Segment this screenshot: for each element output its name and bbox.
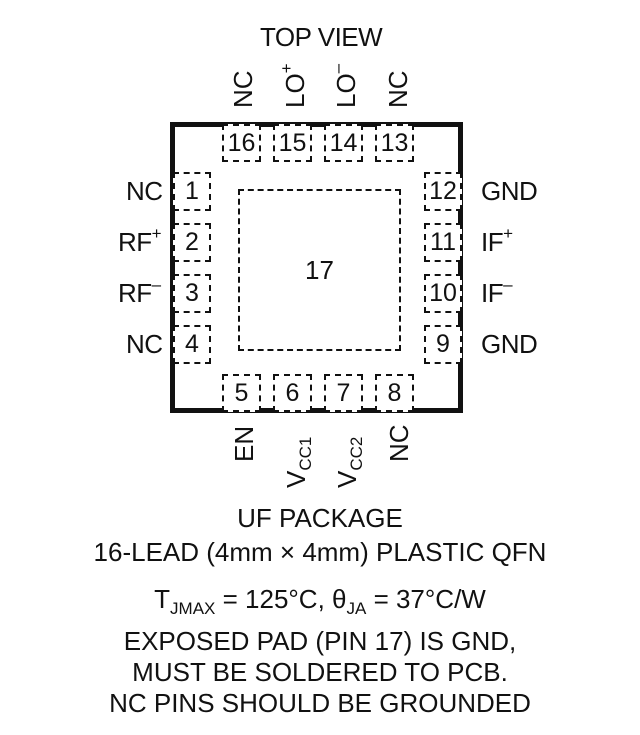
pin-label-1: NC [126,176,163,206]
pin-3: 3 [173,274,211,313]
pin-label-16: NC [228,70,258,108]
pin-13: 13 [375,124,414,162]
pin-8: 8 [375,374,414,412]
pin-4: 4 [173,325,211,364]
pin-5: 5 [222,374,261,412]
pin-label-4: NC [126,329,163,359]
pin-7: 7 [324,374,363,412]
pin-16: 16 [222,124,261,162]
pin-label-3: RF– [118,275,161,308]
pin-1: 1 [173,172,211,211]
note-line: NC PINS SHOULD BE GROUNDED [109,688,531,718]
pad-number: 17 [305,255,334,285]
pin-label-14: LO– [328,63,361,108]
pin-label-11: IF+ [481,224,513,257]
pin-14: 14 [324,124,363,162]
pin-label-15: LO+ [277,63,310,108]
view-title: TOP VIEW [260,22,383,52]
pin-11: 11 [424,223,462,262]
pin-label-13: NC [383,70,413,108]
pin-label-12: GND [481,176,538,206]
pin-label-7: VCC2 [332,436,366,488]
pin-15: 15 [273,124,312,162]
pin-label-6: VCC1 [281,436,315,488]
note-line: MUST BE SOLDERED TO PCB. [132,657,508,687]
pin-10: 10 [424,274,462,313]
note-line: EXPOSED PAD (PIN 17) IS GND, [123,626,517,656]
pin-9: 9 [424,325,462,364]
exposed-pad [238,189,401,351]
pin-label-2: RF+ [118,224,162,257]
package-description: 16-LEAD (4mm × 4mm) PLASTIC QFN [93,537,547,567]
pin-label-8: NC [384,424,414,462]
pin-2: 2 [173,223,211,262]
package-name: UF PACKAGE [237,503,403,533]
pin-12: 12 [424,172,462,211]
pin-label-10: IF– [481,275,513,308]
pin-6: 6 [273,374,312,412]
pin-label-9: GND [481,329,538,359]
thermal-spec: TJMAX = 125°C, θJA = 37°C/W [154,584,486,618]
pin-label-5: EN [229,425,259,462]
package-body [170,122,463,413]
